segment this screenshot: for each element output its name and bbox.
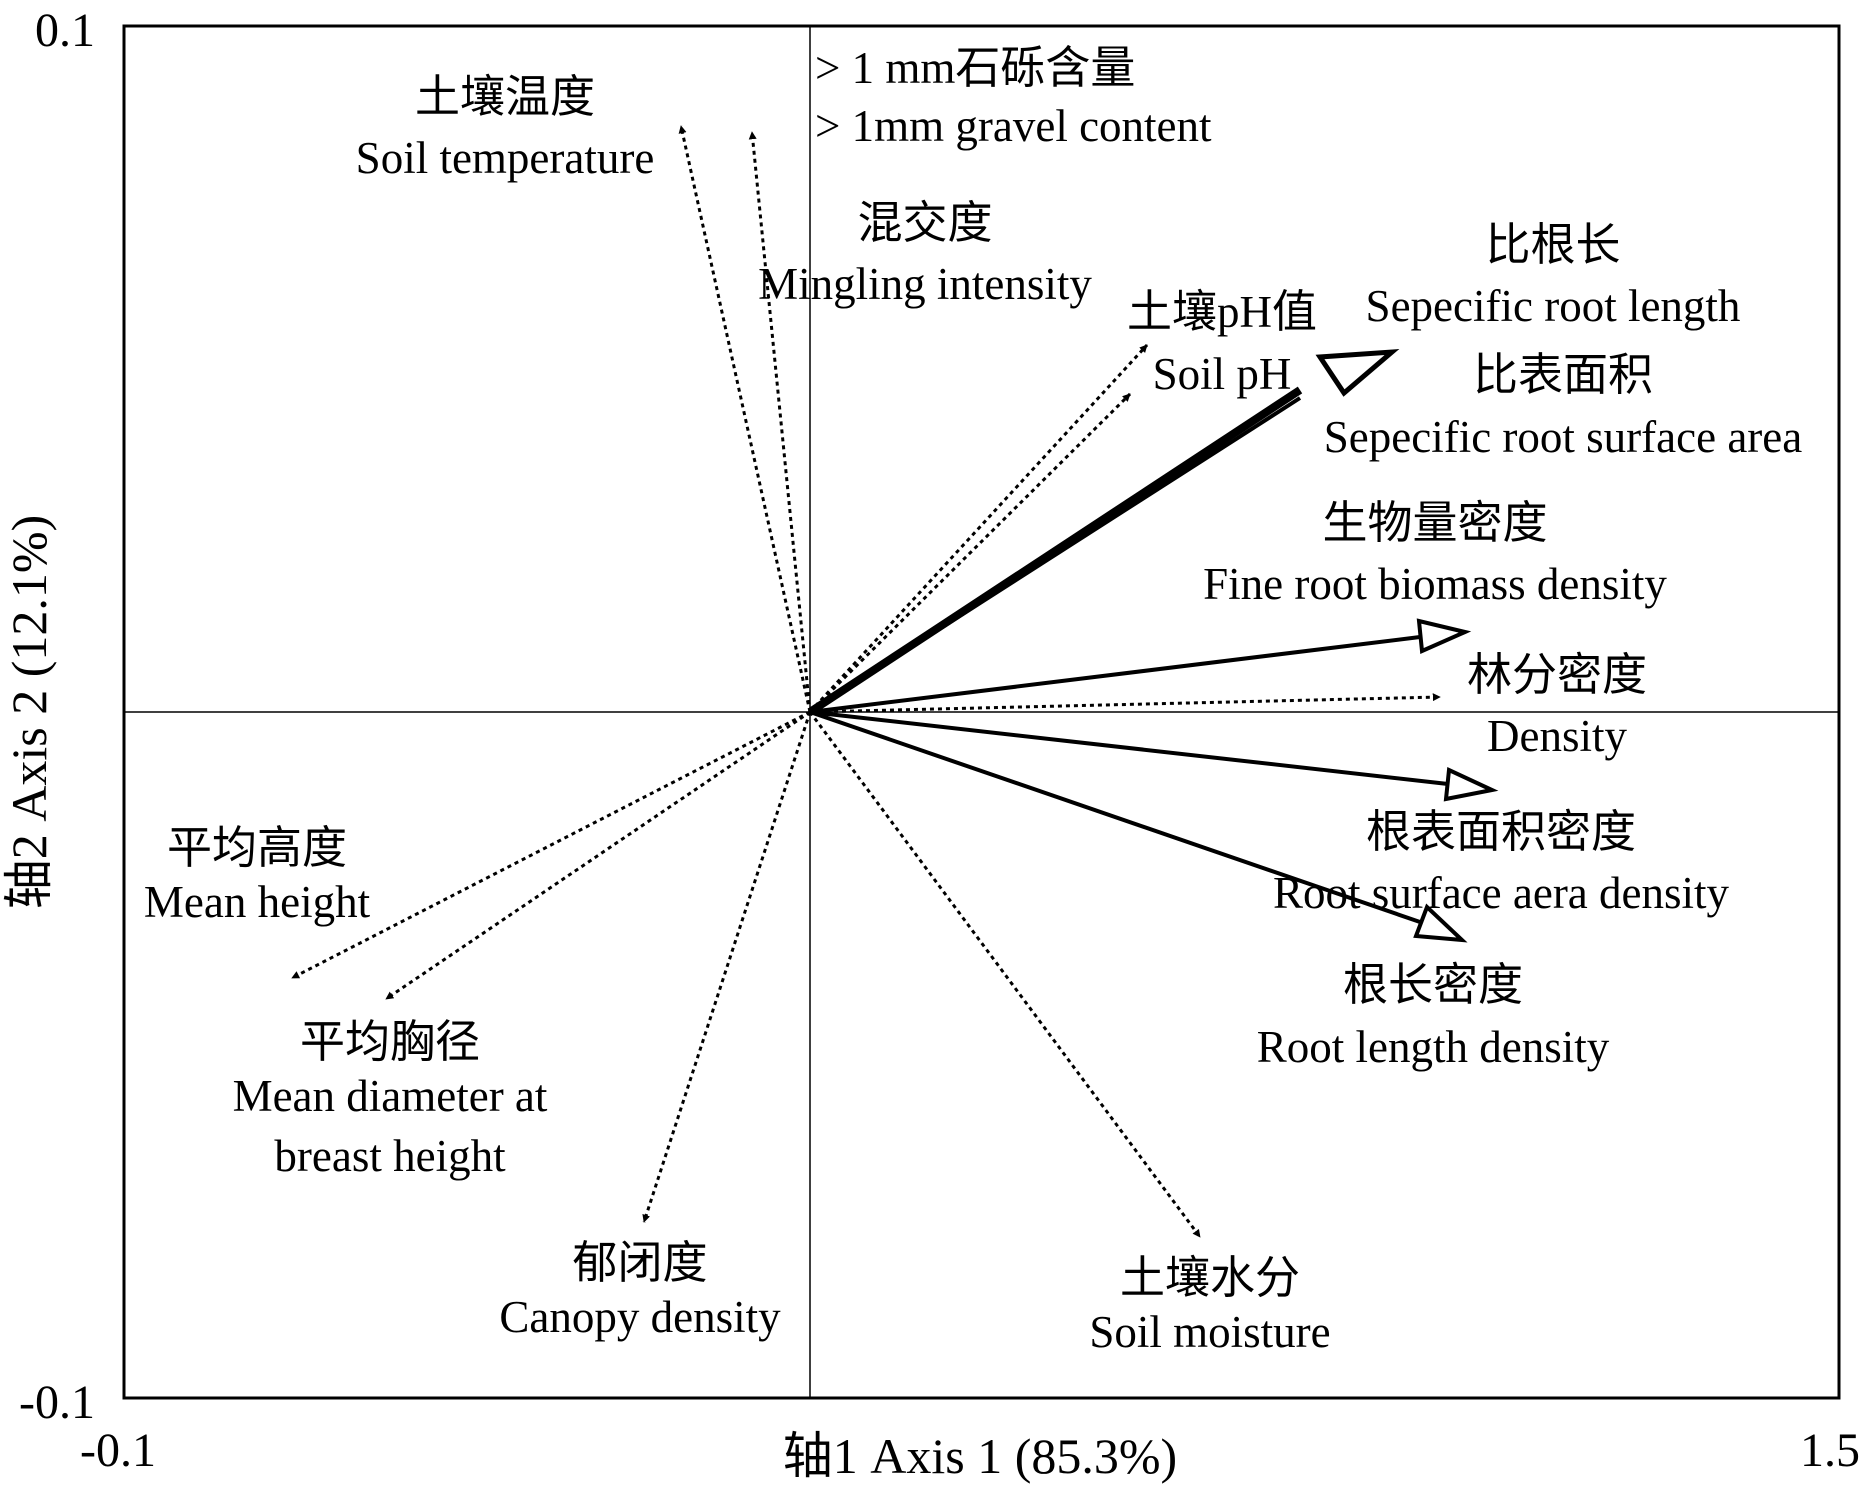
label-gravel-zh: > 1 mm石砾含量 xyxy=(815,43,1135,93)
label-canopy-en: Canopy density xyxy=(499,1292,781,1342)
label-srsa-zh: 比表面积 xyxy=(1473,350,1653,400)
label-mean-dbh-zh: 平均胸径 xyxy=(300,1017,480,1067)
arrow-stand-density xyxy=(809,693,1441,714)
arrowhead-specific-root-length xyxy=(1315,348,1400,397)
label-gravel-en: > 1mm gravel content xyxy=(815,101,1212,151)
y-axis-title: 轴2 Axis 2 (12.1%) xyxy=(1,515,57,909)
label-rsad-zh: 根表面积密度 xyxy=(1366,807,1636,857)
arrow-soil-ph xyxy=(808,343,1149,714)
label-mean-dbh-en-line1: Mean diameter at xyxy=(233,1071,548,1121)
y-tick-max: 0.1 xyxy=(35,4,95,57)
label-density-en: Density xyxy=(1487,711,1627,761)
label-srl-en: Sepecific root length xyxy=(1366,281,1741,331)
label-density-zh: 林分密度 xyxy=(1467,650,1647,700)
arrow-soil-moisture xyxy=(808,711,1202,1238)
label-soil-ph-zh: 土壤pH值 xyxy=(1127,287,1317,337)
arrow-gravel-content xyxy=(748,131,812,713)
x-tick-min: -0.1 xyxy=(80,1424,156,1477)
label-biomass-en: Fine root biomass density xyxy=(1203,559,1667,609)
variable-labels: 土壤温度 Soil temperature > 1 mm石砾含量 > 1mm g… xyxy=(144,43,1802,1357)
label-biomass-zh: 生物量密度 xyxy=(1322,498,1547,548)
label-canopy-zh: 郁闭度 xyxy=(572,1238,707,1288)
arrow-mean-dbh xyxy=(385,710,811,1001)
label-srsa-en: Sepecific root surface area xyxy=(1324,412,1802,462)
label-soil-ph-en: Soil pH xyxy=(1153,349,1292,399)
label-mean-height-zh: 平均高度 xyxy=(167,823,347,873)
label-rsad-en: Root surface aera density xyxy=(1273,868,1730,918)
label-srl-zh: 比根长 xyxy=(1485,220,1620,270)
explanatory-arrows xyxy=(291,125,1441,1238)
y-tick-min: -0.1 xyxy=(19,1376,95,1429)
arrowhead-root-length-density xyxy=(1413,903,1468,943)
arrowhead-fine-root-biomass-density xyxy=(1416,618,1472,654)
arrow-mean-height xyxy=(291,710,811,980)
arrow-root-length-density xyxy=(809,710,1421,924)
label-mean-dbh-en-line2: breast height xyxy=(274,1131,506,1181)
response-arrows xyxy=(807,348,1499,943)
arrow-soil-temperature xyxy=(678,125,812,713)
label-soil-temperature-zh: 土壤温度 xyxy=(415,72,595,122)
arrowhead-root-surface-area-density xyxy=(1443,767,1499,802)
label-rld-zh: 根长密度 xyxy=(1343,960,1523,1010)
x-axis-title: 轴1 Axis 1 (85.3%) xyxy=(783,1428,1177,1484)
x-tick-max: 1.5 xyxy=(1800,1424,1860,1477)
label-rld-en: Root length density xyxy=(1257,1022,1610,1072)
label-soil-temperature-en: Soil temperature xyxy=(356,133,655,183)
label-mingling-en: Mingling intensity xyxy=(758,259,1092,309)
label-mingling-zh: 混交度 xyxy=(857,198,992,248)
label-soil-moisture-zh: 土壤水分 xyxy=(1120,1253,1300,1303)
arrow-fine-root-biomass-density xyxy=(809,635,1421,714)
arrow-mingling-intensity xyxy=(808,392,1132,714)
arrow-specific-root-surface-area xyxy=(808,396,1302,714)
label-soil-moisture-en: Soil moisture xyxy=(1089,1307,1330,1357)
arrow-root-surface-area-density xyxy=(809,710,1449,786)
label-mean-height-en: Mean height xyxy=(144,877,371,927)
arrow-canopy-density xyxy=(642,711,812,1223)
